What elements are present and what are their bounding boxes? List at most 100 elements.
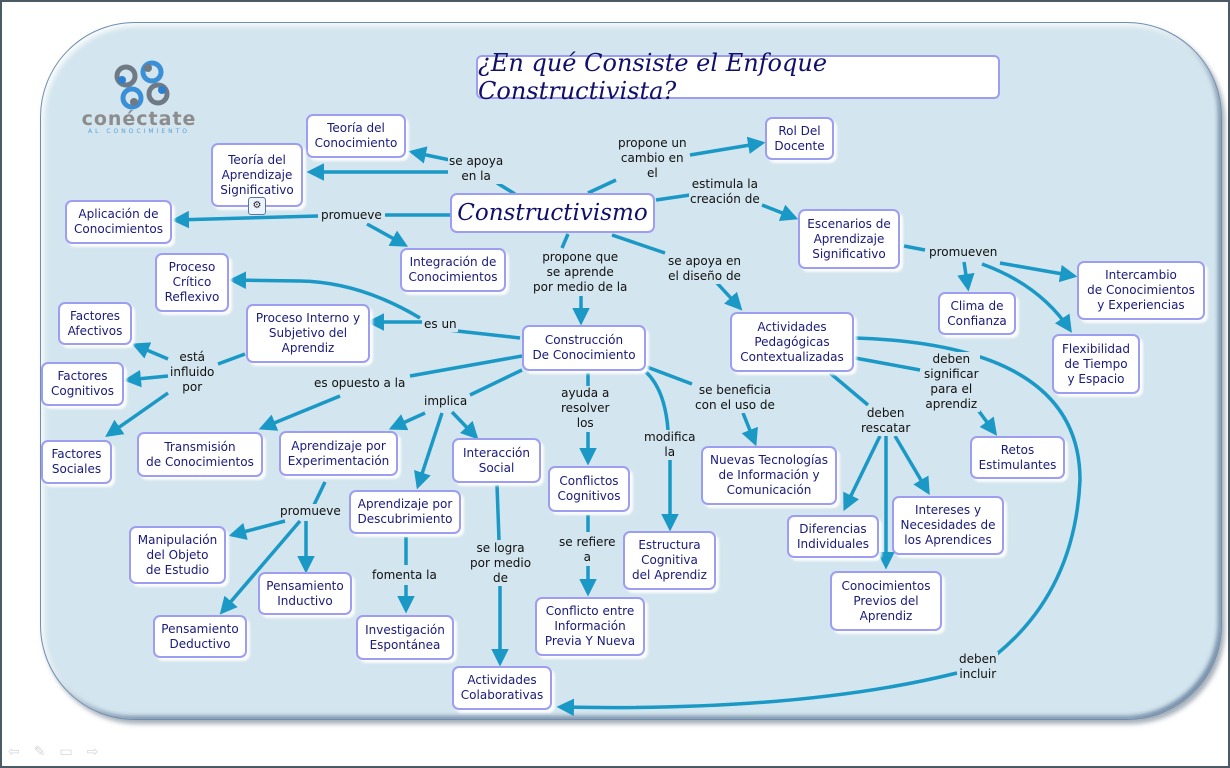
edge [903, 244, 926, 252]
edge [976, 408, 998, 436]
node-proceso-interno[interactable]: Proceso Interno y Subjetivo del Aprendiz [246, 304, 370, 363]
edge [131, 342, 169, 361]
node-integracion[interactable]: Integración de Conocimientos [400, 248, 506, 292]
logo-wordmark: conéctate [81, 108, 197, 130]
link-label-es-opuesto: es opuesto a la [313, 376, 407, 391]
edge [123, 369, 169, 388]
node-factores-cognitivos[interactable]: Factores Cognitivos [41, 362, 124, 406]
node-estructura-cognitiva[interactable]: Estructura Cognitiva del Aprendiz [623, 531, 716, 590]
edge [469, 368, 523, 397]
link-label-estimula: estimula la creación de [689, 177, 761, 207]
edge [414, 412, 444, 490]
edge [409, 354, 523, 378]
edge [408, 146, 451, 164]
page-title: ¿En qué Consiste el Enfoque Constructivi… [476, 49, 1000, 105]
link-label-se-refiere: se refiere a [558, 535, 617, 565]
screen-icon[interactable]: ▭ [59, 744, 73, 760]
node-manipulacion[interactable]: Manipulación del Objeto de Estudio [129, 526, 226, 584]
link-label-deben-rescatar: deben rescatar [860, 406, 912, 436]
edge [957, 261, 975, 292]
previous-arrow-icon[interactable]: ⇦ [8, 744, 20, 760]
node-flexibilidad[interactable]: Flexibilidad de Tiempo y Espacio [1052, 334, 1140, 394]
link-label-se-apoya-diseno: se apoya en el diseño de [667, 254, 743, 284]
link-label-ayuda: ayuda a resolver los [560, 386, 611, 431]
edge [496, 181, 516, 196]
linked-rings-logo-icon [114, 60, 170, 110]
edge [741, 412, 758, 447]
edge [854, 356, 921, 372]
edge [646, 365, 693, 386]
link-label-es-un: es un [423, 317, 458, 332]
edge [311, 481, 327, 508]
root-concept-node[interactable]: Constructivismo [450, 193, 655, 233]
conectate-logo: conéctate AL CONOCIMIENTO [74, 58, 204, 138]
link-label-promueven: promueven [928, 245, 999, 260]
logo-tagline: AL CONOCIMIENTO [87, 128, 191, 135]
node-teoria-aprendizaje[interactable]: Teoría del Aprendizaje Significativo [211, 143, 303, 207]
node-aprendizaje-descubrimiento[interactable]: Aprendizaje por Descubrimiento [349, 490, 461, 534]
link-label-implica: implica [423, 394, 469, 409]
node-conflicto-informacion[interactable]: Conflicto entre Información Previa Y Nue… [535, 597, 645, 656]
node-conocimientos-previos[interactable]: Conocimientos Previos del Aprendiz [830, 571, 942, 631]
node-rol-docente[interactable]: Rol Del Docente [765, 117, 834, 160]
node-intereses[interactable]: Intereses y Necesidades de los Aprendice… [892, 496, 1004, 555]
edge [644, 370, 670, 431]
edge [366, 222, 409, 247]
link-label-se-beneficia: se beneficia con el uso de [694, 383, 776, 413]
edge [171, 210, 319, 229]
node-actividades-colaborativas[interactable]: Actividades Colaborativas [452, 666, 552, 710]
edge [999, 261, 1078, 283]
edge [556, 671, 958, 717]
next-arrow-icon[interactable]: ⇨ [86, 744, 99, 760]
node-retos[interactable]: Retos Estimulantes [970, 436, 1065, 479]
node-proceso-critico[interactable]: Proceso Crítico Reflexivo [155, 253, 229, 312]
node-conflictos-cognitivos[interactable]: Conflictos Cognitivos [548, 466, 630, 512]
edge [105, 391, 170, 438]
edge [655, 193, 691, 202]
edge [761, 203, 799, 222]
submap-link-icon[interactable]: ⚙ [248, 197, 266, 215]
node-actividades-pedagogicas[interactable]: Actividades Pedagógicas Contextualizadas [730, 312, 854, 372]
edge [258, 394, 341, 431]
edge [228, 271, 421, 320]
edge [587, 178, 617, 195]
node-aprendizaje-experimentacion[interactable]: Aprendizaje por Experimentación [279, 431, 398, 476]
node-pensamiento-deductivo[interactable]: Pensamiento Deductivo [153, 615, 247, 658]
node-pensamiento-inductivo[interactable]: Pensamiento Inductivo [258, 572, 352, 615]
edge [495, 484, 501, 541]
node-construccion[interactable]: Construcción De Conocimiento [522, 325, 646, 371]
link-label-deben-significar: deben significar para el aprendiz [923, 352, 980, 412]
edge [893, 435, 930, 496]
link-label-esta-influido: está influido por [169, 350, 216, 395]
edge [219, 519, 302, 615]
node-intercambio[interactable]: Intercambio de Conocimientos y Experienc… [1077, 261, 1205, 320]
node-diferencias[interactable]: Diferencias Individuales [787, 515, 879, 558]
edge [689, 136, 766, 157]
link-label-propone-cambio: propone un cambio en el [617, 136, 688, 181]
node-teoria-conocimiento[interactable]: Teoría del Conocimiento [306, 114, 406, 158]
edge [715, 281, 743, 311]
node-interaccion-social[interactable]: Interacción Social [452, 438, 541, 483]
slide-navigation: ⇦ ✎ ▭ ⇨ [8, 744, 98, 762]
edge [560, 233, 570, 249]
node-transmision[interactable]: Transmisión de Conocimientos [137, 432, 263, 477]
node-factores-sociales[interactable]: Factores Sociales [41, 440, 112, 484]
link-label-promueve-experimentacion: promueve [279, 504, 342, 519]
edge [843, 435, 882, 512]
link-label-propone-que: propone que se aprende por medio de la [532, 250, 629, 295]
node-escenarios[interactable]: Escenarios de Aprendizaje Significativo [798, 209, 900, 269]
node-nuevas-tecnologias[interactable]: Nuevas Tecnologías de Información y Comu… [701, 446, 837, 505]
node-clima[interactable]: Clima de Confianza [938, 292, 1016, 335]
link-label-modifica: modifica la [643, 430, 697, 460]
edge [981, 262, 1072, 333]
pen-icon[interactable]: ✎ [33, 744, 46, 760]
node-factores-afectivos[interactable]: Factores Afectivos [58, 302, 132, 345]
edge [450, 410, 479, 440]
link-label-promueve: promueve [320, 208, 383, 223]
edge [217, 352, 246, 366]
node-aplicacion[interactable]: Aplicación de Conocimientos [65, 200, 172, 244]
edge [611, 233, 666, 255]
link-label-deben-incluir: deben incluir [958, 652, 998, 682]
node-investigacion[interactable]: Investigación Espontánea [356, 615, 454, 660]
